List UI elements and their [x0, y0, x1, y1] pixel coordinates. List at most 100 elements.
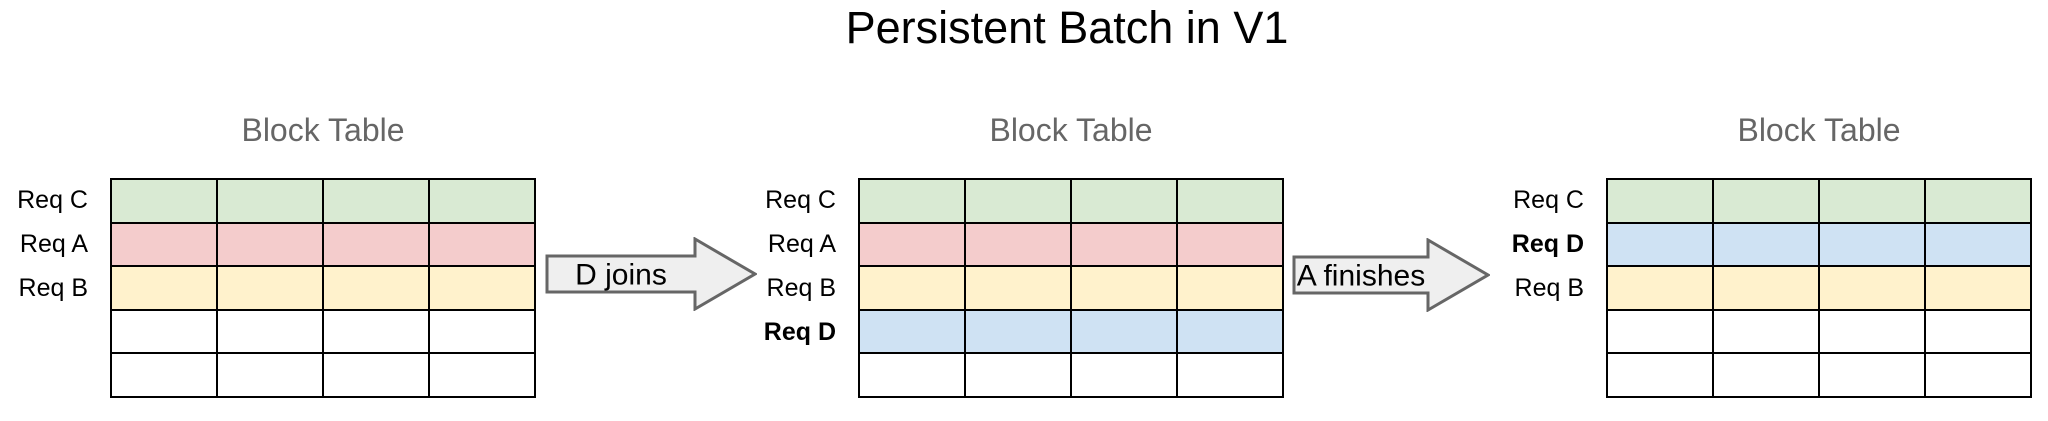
- block-table: [858, 178, 1284, 398]
- block-cell: [858, 265, 966, 311]
- table-row: [110, 178, 536, 224]
- block-cell: [858, 352, 966, 398]
- block-cell: [1712, 352, 1820, 398]
- block-cell: [1176, 308, 1284, 355]
- row-label: Req C: [765, 186, 836, 214]
- block-cell: [216, 308, 324, 355]
- block-cell: [1818, 265, 1926, 311]
- block-table: [1606, 178, 2032, 398]
- table-row: [1606, 265, 2032, 311]
- block-cell: [1606, 308, 1714, 355]
- block-cell: [858, 221, 966, 268]
- right-arrow-icon: D joins: [545, 237, 757, 311]
- block-cell: [964, 352, 1072, 398]
- row-label: Req B: [18, 274, 88, 302]
- table-row: [1606, 308, 2032, 355]
- row-label: Req A: [19, 230, 88, 258]
- block-table-title: Block Table: [241, 112, 405, 148]
- block-cell: [216, 221, 324, 268]
- block-table-title: Block Table: [989, 112, 1153, 148]
- block-cell: [858, 178, 966, 224]
- block-cell: [110, 352, 218, 398]
- block-cell: [1176, 178, 1284, 224]
- block-cell: [858, 308, 966, 355]
- block-cell: [1176, 265, 1284, 311]
- block-cell: [1070, 265, 1178, 311]
- block-cell: [110, 308, 218, 355]
- block-cell: [1924, 308, 2032, 355]
- table-row: [858, 178, 1284, 224]
- block-cell: [322, 221, 430, 268]
- row-label: Req B: [766, 274, 836, 302]
- block-cell: [110, 178, 218, 224]
- block-cell: [1924, 221, 2032, 268]
- table-row: [858, 265, 1284, 311]
- block-cell: [428, 221, 536, 268]
- right-arrow-icon: A finishes: [1292, 238, 1490, 312]
- arrow-label: D joins: [575, 259, 667, 292]
- block-cell: [1176, 221, 1284, 268]
- block-cell: [322, 352, 430, 398]
- table-row: [110, 308, 536, 355]
- block-cell: [322, 265, 430, 311]
- row-label: Req A: [767, 230, 836, 258]
- table-row: [110, 265, 536, 311]
- block-cell: [1712, 221, 1820, 268]
- page-title: Persistent Batch in V1: [845, 2, 1289, 53]
- table-row: [110, 352, 536, 398]
- block-cell: [964, 265, 1072, 311]
- table-row: [1606, 178, 2032, 224]
- transition-arrow: A finishes: [1292, 238, 1490, 312]
- transition-arrow: D joins: [545, 237, 757, 311]
- block-cell: [1712, 265, 1820, 311]
- block-cell: [1818, 352, 1926, 398]
- block-cell: [1070, 221, 1178, 268]
- block-cell: [1176, 352, 1284, 398]
- table-row: [1606, 352, 2032, 398]
- row-label: Req B: [1514, 274, 1584, 302]
- block-table: [110, 178, 536, 398]
- arrow-label: A finishes: [1297, 260, 1425, 293]
- table-row: [858, 221, 1284, 268]
- block-cell: [428, 352, 536, 398]
- block-cell: [322, 178, 430, 224]
- block-cell: [322, 308, 430, 355]
- block-cell: [428, 265, 536, 311]
- block-cell: [1712, 178, 1820, 224]
- block-cell: [1070, 178, 1178, 224]
- block-cell: [1606, 221, 1714, 268]
- block-cell: [216, 178, 324, 224]
- block-cell: [1924, 265, 2032, 311]
- block-cell: [1070, 352, 1178, 398]
- table-row: [858, 352, 1284, 398]
- block-cell: [216, 352, 324, 398]
- block-cell: [964, 308, 1072, 355]
- table-row: [110, 221, 536, 268]
- row-label: Req C: [17, 186, 88, 214]
- block-cell: [964, 178, 1072, 224]
- row-label: Req D: [1511, 230, 1584, 258]
- table-row: [1606, 221, 2032, 268]
- block-cell: [1606, 352, 1714, 398]
- block-cell: [1818, 178, 1926, 224]
- block-cell: [1818, 221, 1926, 268]
- block-cell: [1818, 308, 1926, 355]
- block-cell: [1712, 308, 1820, 355]
- block-cell: [1070, 308, 1178, 355]
- table-row: [858, 308, 1284, 355]
- block-cell: [1924, 178, 2032, 224]
- block-cell: [428, 308, 536, 355]
- block-cell: [428, 178, 536, 224]
- block-cell: [110, 265, 218, 311]
- block-cell: [1924, 352, 2032, 398]
- block-cell: [110, 221, 218, 268]
- block-cell: [1606, 178, 1714, 224]
- block-cell: [216, 265, 324, 311]
- block-cell: [964, 221, 1072, 268]
- block-cell: [1606, 265, 1714, 311]
- block-table-title: Block Table: [1737, 112, 1901, 148]
